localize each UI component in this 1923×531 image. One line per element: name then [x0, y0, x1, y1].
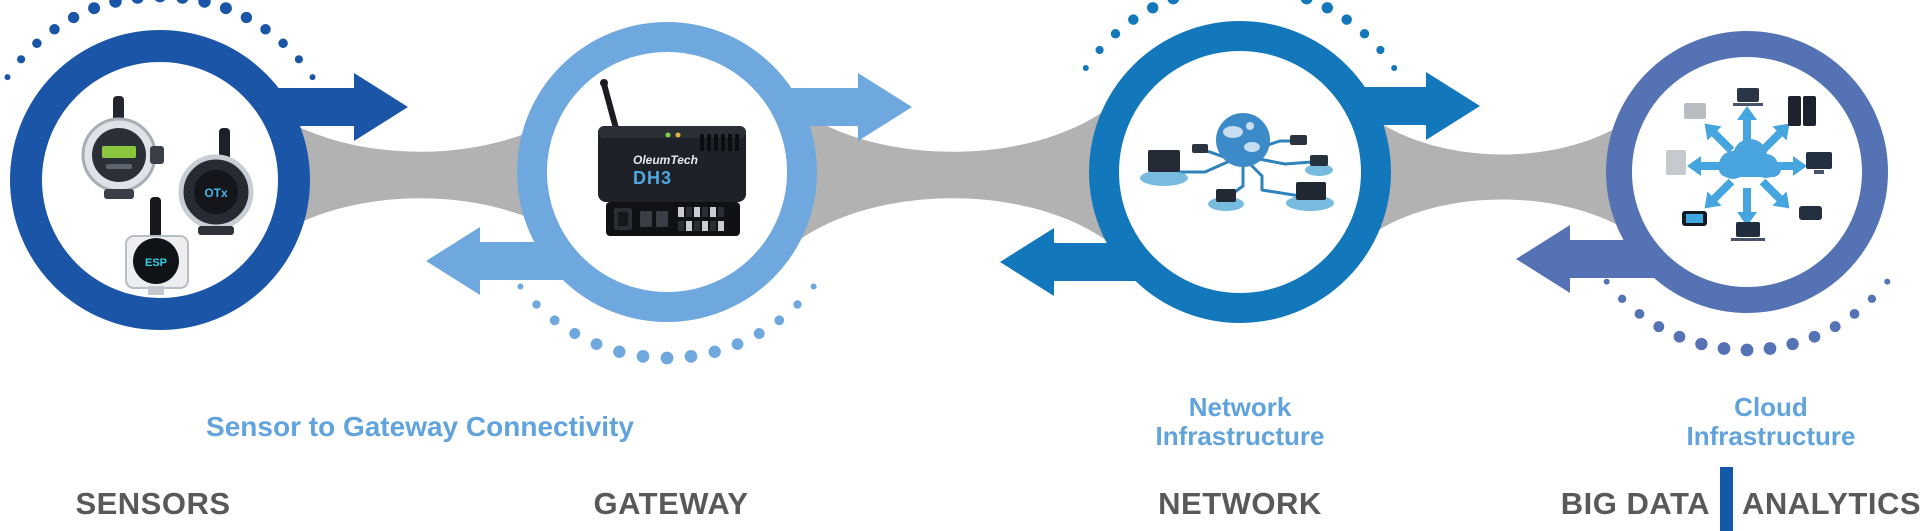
cloud-sync-arrows-icon	[1687, 106, 1807, 226]
cloud-infrastructure-image	[1666, 88, 1832, 241]
caption-network-line2: Infrastructure	[1155, 421, 1325, 451]
dh3-wireless-gateway-image: OleumTech DH3	[598, 79, 746, 236]
dotted-arc-gateway	[517, 283, 817, 365]
dotted-arc-sensors	[4, 0, 316, 81]
sensor-esp-label: ESP	[145, 257, 167, 269]
stage-label-sensors: SENSORS	[75, 486, 231, 521]
connector-band-gateway-network	[790, 103, 1115, 247]
network-infrastructure-image	[1140, 113, 1334, 211]
dotted-arc-network	[1082, 0, 1398, 71]
connector-band-sensors-gateway	[260, 103, 580, 247]
caption-cloud-line2: Infrastructure	[1686, 421, 1856, 451]
dotted-arc-cloud	[1603, 278, 1891, 357]
big-data-analytics-divider	[1720, 467, 1733, 531]
gateway-model-label: DH3	[633, 168, 672, 188]
stage-label-gateway: GATEWAY	[593, 486, 749, 521]
gateway-brand-label: OleumTech	[633, 153, 698, 167]
return-arrow-cloud-icon	[1516, 225, 1655, 293]
stage-label-big-data: BIG DATA	[1560, 486, 1710, 521]
stage-label-network: NETWORK	[1158, 486, 1322, 521]
caption-network-line1: Network	[1188, 392, 1292, 422]
stage-label-analytics: ANALYTICS	[1742, 486, 1922, 521]
caption-sensor-to-gateway: Sensor to Gateway Connectivity	[206, 411, 634, 442]
cloud-icon	[1719, 139, 1781, 179]
sensor-otx-label: OTx	[204, 186, 228, 200]
wireless-sensor-transmitters-image: OTx ESP	[81, 96, 254, 295]
caption-cloud-infrastructure: Cloud Infrastructure	[1624, 393, 1918, 451]
caption-cloud-line1: Cloud	[1734, 392, 1808, 422]
connector-band-network-cloud	[1360, 108, 1645, 243]
network-circle	[1089, 21, 1391, 323]
caption-network-infrastructure: Network Infrastructure	[1093, 393, 1387, 451]
sensors-circle	[10, 30, 310, 330]
